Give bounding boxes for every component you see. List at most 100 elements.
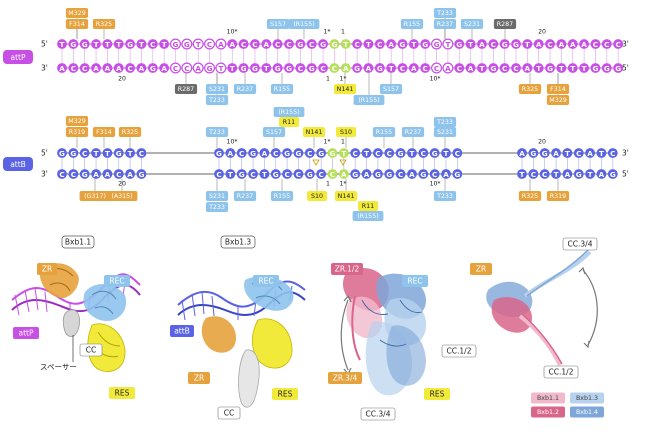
bxb13-rec-label: REC (258, 277, 273, 286)
attb-bottom-base: C (282, 169, 292, 179)
attp-top-base-letter: T (411, 40, 416, 49)
attb-top-tag: R11 (279, 117, 299, 127)
attp-bottom-base: T (227, 63, 238, 73)
attb-bottom-tag-text: R155 (274, 193, 290, 200)
attp-bottom-base: G (374, 63, 385, 73)
attb-bottom-base: A (441, 169, 451, 179)
attp-bottom-base: C (329, 63, 340, 73)
attb-bottom-base: G (304, 169, 315, 179)
attp-bottom-base-letter: C (457, 64, 462, 73)
attb-bottom-base-letter: G (138, 170, 144, 179)
cleavage-marker (339, 159, 347, 166)
attp-bottom-base-letter: G (150, 64, 156, 73)
attb-top-base: C (384, 148, 395, 158)
attb-num-1-bot: 1 (326, 181, 330, 188)
attp-bottom-base: C (511, 63, 521, 73)
attp-bottom-base: C (499, 63, 510, 73)
attp-bottom-base-letter: G (207, 64, 213, 73)
attp-bottom-base-letter: T (570, 64, 575, 73)
attb-bottom-tag: N141 (334, 191, 358, 201)
attb-top-base-letter: C (610, 149, 615, 158)
attp-bottom-tag: (R155) (353, 95, 385, 105)
attp-bottom-tag: M329 (546, 95, 570, 105)
bxb11-attp-label: attP (19, 329, 34, 338)
attb-top-base-letter: G (70, 149, 76, 158)
attp-bottom-base-letter: C (298, 64, 303, 73)
attp-bottom-base-letter: G (615, 64, 621, 73)
attp-bottom-tag-text: R155 (274, 86, 290, 93)
attp-top-base-letter: G (331, 40, 337, 49)
attp-bottom-base-letter: A (161, 64, 167, 73)
attp-top-tag-text: R287 (497, 21, 513, 28)
attp-top-base-letter: C (377, 40, 382, 49)
attp-top-base-letter: G (422, 40, 428, 49)
legend-item: Bxb1.3 (570, 392, 604, 404)
attp-top-base-letter: A (581, 40, 587, 49)
attp-bottom-base: A (91, 63, 101, 73)
attb-bottom-base: T (259, 169, 270, 179)
attb-bottom-tag-text: R237 (237, 193, 253, 200)
attb-top-base-letter: T (341, 149, 346, 158)
attb-bottom-base: C (293, 169, 304, 179)
attp-bottom-base-letter: A (411, 64, 417, 73)
attb-bottom-tag: T233 (433, 191, 457, 201)
attp-top-base-letter: A (559, 40, 565, 49)
attb-top-base: A (517, 148, 527, 158)
attp-bottom-base: A (442, 62, 454, 74)
attb-bottom-base-letter: C (59, 170, 64, 179)
attb-top-base: G (248, 148, 258, 158)
attp-top-base-letter: C (354, 40, 359, 49)
attb-top-base: A (551, 148, 561, 158)
attb-bottom-tag-text: (R155) (357, 213, 378, 220)
attp-top-base-letter: G (456, 40, 462, 49)
superposition-1: ZR.1/2 REC CC.1/2 ZR.3/4 RES CC.3/4 (328, 263, 477, 421)
attb-bottom-base-letter: A (599, 170, 605, 179)
attp-bottom-base: G (590, 63, 601, 73)
attp-top-base: T (159, 39, 170, 49)
attb-top-base: G (282, 148, 292, 158)
attb-bottom-base: G (573, 169, 584, 179)
attp-bottom-tag-text: R287 (178, 86, 194, 93)
attb-bottom-tag: R11 (358, 201, 378, 211)
attb-label: attB (3, 157, 33, 171)
attp-top-base-letter: C (309, 40, 314, 49)
attb-top-base-letter: A (553, 149, 559, 158)
attp-top-base: T (522, 39, 533, 49)
attp-top-base-letter: T (525, 40, 530, 49)
attp-top-base-letter: A (536, 40, 542, 49)
attp-top-base-letter: C (547, 40, 552, 49)
attp-bottom-base: G (147, 63, 158, 73)
attb-bottom-base: G (384, 169, 395, 179)
attb-bottom-base-letter: A (93, 170, 99, 179)
attp-top-base-letter: G (320, 40, 326, 49)
attp-top-tag: T233 (433, 8, 457, 18)
attp-top-tag-text: M329 (68, 10, 85, 17)
attp-bottom-base-letter: A (105, 64, 111, 73)
attp-bottom-base-letter: G (377, 64, 383, 73)
attp-top-base: T (192, 38, 204, 50)
attp-top-base: C (352, 39, 362, 49)
attb-top-tag: S10 (336, 127, 356, 137)
attb-bottom-base: A (102, 169, 113, 179)
attp-top-base: G (420, 39, 431, 49)
attp-bottom-tag-text: F314 (550, 86, 566, 93)
attp-bottom-base-letter: T (218, 64, 223, 73)
attb-bottom-tag: T233 (205, 202, 229, 212)
attp-bottom-base: C (420, 63, 431, 73)
attb-top-base-letter: G (530, 149, 536, 158)
attb-num-20-bot: 20 (118, 181, 126, 188)
attp-top-tag: S231 (460, 19, 484, 29)
attp-bottom-base: G (613, 63, 624, 73)
attb-top-tag: S231 (433, 127, 457, 137)
attp-bottom-tag: R325 (518, 84, 542, 94)
attp-top-base: C (601, 39, 612, 49)
attp-bottom-base-letter: C (82, 64, 87, 73)
attp-top-base: C (204, 38, 216, 50)
attp-top-tag: R237 (433, 19, 457, 29)
attp-bottom-base: C (68, 63, 79, 73)
attp-bottom-base: G (250, 63, 260, 73)
attb-bottom-base: C (539, 169, 550, 179)
attp-top-base-letter: T (366, 40, 371, 49)
attb-top-tag-text: R155 (376, 129, 392, 136)
superposition-2: ZR CC.3/4 CC.1/2 (470, 237, 598, 379)
